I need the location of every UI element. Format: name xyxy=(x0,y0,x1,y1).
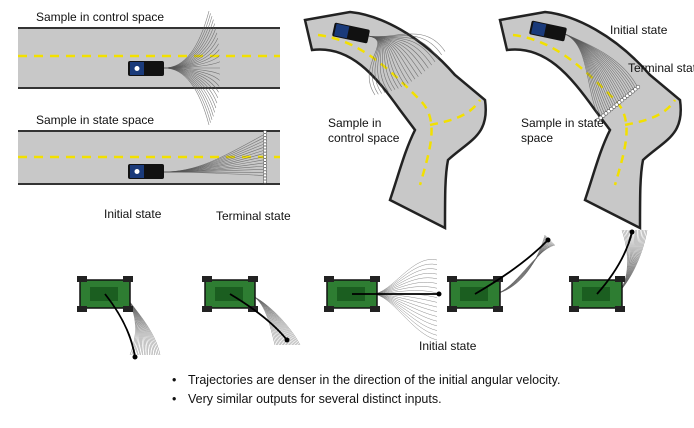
label-curve-state: Sample in state space xyxy=(521,116,604,145)
label-initial-state: Initial state xyxy=(104,207,162,221)
arrow-head-icon xyxy=(436,291,442,297)
arrow-icon xyxy=(474,239,549,295)
label-sample-control: Sample in control space xyxy=(36,10,165,24)
robot-trajectory-row xyxy=(77,229,648,360)
curved-road-state xyxy=(498,10,683,231)
car-icon xyxy=(332,22,370,44)
arrow-head-icon xyxy=(132,354,138,360)
control-space-trajectories xyxy=(367,33,446,96)
label-bottom-initial: Initial state xyxy=(419,339,477,353)
arrow-head-icon xyxy=(284,337,290,343)
straight-road-control xyxy=(18,10,280,126)
curved-road-control xyxy=(303,10,488,231)
bullet-list: Trajectories are denser in the direction… xyxy=(170,371,560,409)
car-icon xyxy=(529,20,567,42)
straight-road-state xyxy=(18,130,280,185)
bullet-item: Very similar outputs for several distinc… xyxy=(172,390,560,409)
arrow-icon xyxy=(104,293,136,358)
label-curve-initial: Initial state xyxy=(610,23,668,37)
arrow-head-icon xyxy=(629,229,635,235)
car-icon xyxy=(128,164,164,179)
car-icon xyxy=(128,61,164,76)
arrow-icon xyxy=(229,293,288,341)
control-space-trajectories xyxy=(163,10,221,126)
label-curve-terminal: Terminal state xyxy=(628,61,694,75)
label-sample-state: Sample in state space xyxy=(36,113,155,127)
state-space-trajectories xyxy=(163,133,266,176)
arrow-icon xyxy=(596,231,633,295)
bullet-item: Trajectories are denser in the direction… xyxy=(172,371,560,390)
label-terminal-state: Terminal state xyxy=(216,209,291,223)
terminal-state-samples xyxy=(595,84,641,123)
terminal-state-samples xyxy=(263,130,267,184)
state-space-trajectories xyxy=(564,33,639,121)
label-curve-control: Sample in control space xyxy=(328,116,400,145)
arrow-head-icon xyxy=(545,237,551,243)
